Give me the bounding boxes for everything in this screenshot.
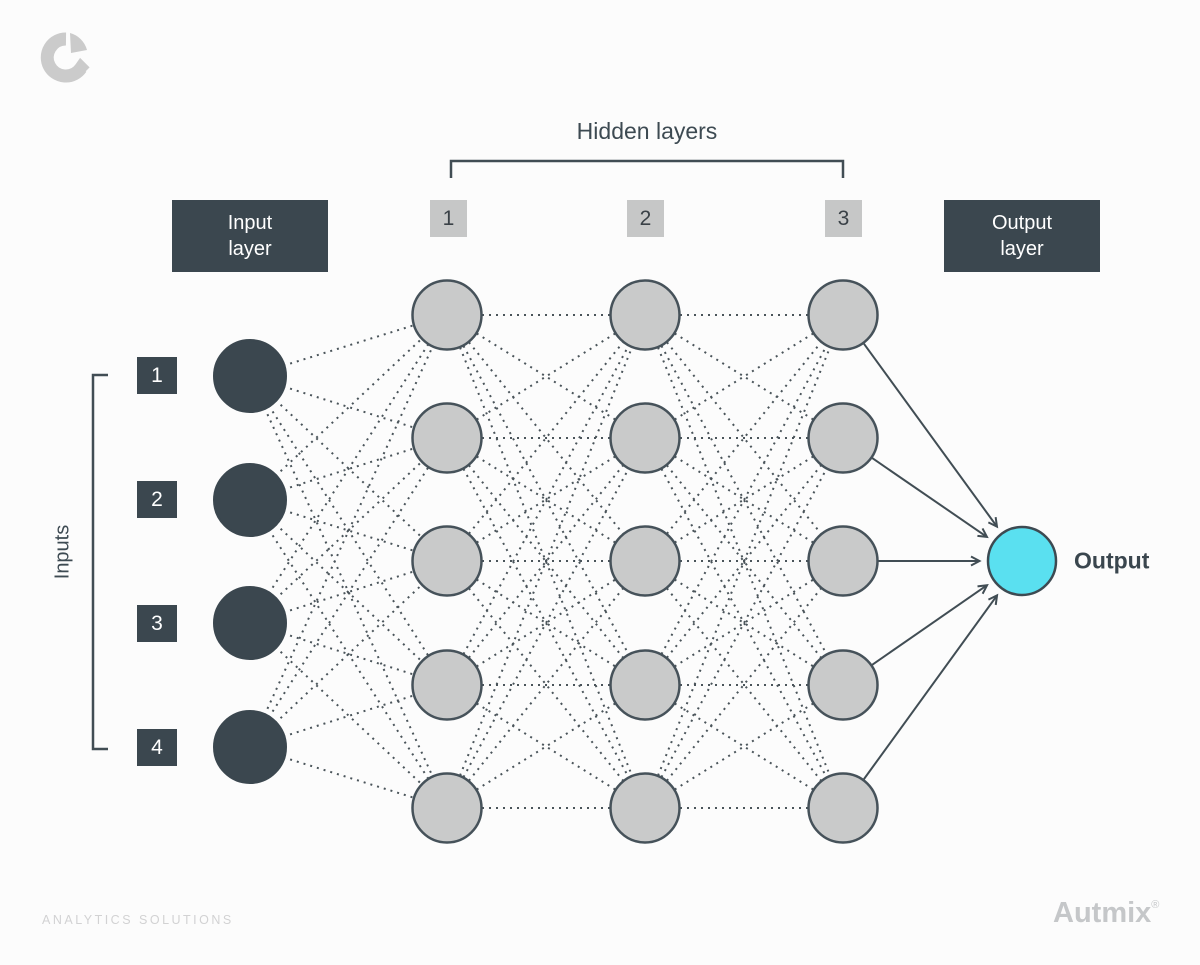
connection-dotted bbox=[446, 314, 646, 809]
hidden-node bbox=[411, 649, 483, 721]
connection-dotted bbox=[249, 314, 448, 501]
connection-dotted bbox=[249, 499, 448, 686]
connection-dotted bbox=[446, 437, 646, 809]
input-node bbox=[213, 463, 287, 537]
hidden-node bbox=[609, 649, 681, 721]
output-node bbox=[986, 525, 1058, 597]
output-layer-badge: Output layer bbox=[944, 200, 1100, 272]
connection-dotted bbox=[446, 314, 646, 686]
connection-dotted bbox=[249, 560, 448, 748]
connection-dotted bbox=[249, 314, 448, 624]
hidden-node bbox=[609, 525, 681, 597]
hidden-layer-2-badge: 2 bbox=[627, 200, 664, 237]
autmix-logo-mark bbox=[40, 32, 90, 83]
connection-arrow bbox=[871, 583, 989, 666]
inputs-bracket bbox=[91, 373, 108, 751]
connection-dotted bbox=[249, 437, 448, 748]
connection-arrow bbox=[871, 457, 989, 539]
connection-dotted bbox=[644, 437, 844, 809]
output-node-label: Output bbox=[1074, 547, 1150, 574]
input-1-badge: 1 bbox=[137, 357, 177, 394]
hidden-node bbox=[807, 279, 879, 351]
input-layer-badge-line2: layer bbox=[228, 238, 272, 260]
input-3-badge: 3 bbox=[137, 605, 177, 642]
connection-dotted bbox=[644, 437, 844, 809]
hidden-node bbox=[807, 525, 879, 597]
connection-dotted bbox=[249, 375, 448, 686]
hidden-node bbox=[609, 402, 681, 474]
connection-dotted bbox=[249, 375, 448, 562]
connection-dotted bbox=[249, 622, 448, 809]
hidden-node bbox=[609, 772, 681, 844]
connection-dotted bbox=[644, 314, 844, 809]
footer-tagline: ANALYTICS SOLUTIONS bbox=[42, 913, 234, 927]
hidden-node bbox=[807, 649, 879, 721]
connection-dotted bbox=[446, 314, 646, 809]
hidden-node bbox=[807, 402, 879, 474]
hidden-node bbox=[807, 772, 879, 844]
connection-dotted bbox=[249, 499, 448, 809]
connection-dotted bbox=[446, 437, 646, 809]
connection-dotted bbox=[446, 314, 646, 686]
output-layer-badge-line2: layer bbox=[1000, 238, 1044, 260]
hidden-node bbox=[411, 402, 483, 474]
input-node bbox=[213, 586, 287, 660]
connection-dotted bbox=[644, 314, 844, 809]
hidden-node bbox=[411, 279, 483, 351]
autmix-logo-icon bbox=[36, 31, 92, 85]
input-4-badge: 4 bbox=[137, 729, 177, 766]
input-node bbox=[213, 710, 287, 784]
hidden-node bbox=[411, 772, 483, 844]
hidden-node bbox=[411, 525, 483, 597]
footer-brand-wordmark: Autmix® bbox=[1053, 897, 1159, 930]
connection-arrow bbox=[863, 343, 999, 529]
registered-trademark-icon: ® bbox=[1151, 899, 1160, 911]
input-layer-badge-line1: Input bbox=[227, 212, 273, 234]
footer-brand-text: Autmix bbox=[1053, 897, 1152, 929]
connection-dotted bbox=[249, 437, 448, 624]
input-layer-badge: Input layer bbox=[172, 200, 328, 272]
input-node bbox=[213, 339, 287, 413]
input-2-badge: 2 bbox=[137, 481, 177, 518]
connection-arrow bbox=[863, 593, 999, 780]
hidden-layers-bracket bbox=[449, 159, 845, 178]
output-layer-badge-line1: Output bbox=[991, 212, 1053, 234]
inputs-group-label: Inputs bbox=[51, 524, 74, 580]
hidden-node bbox=[609, 279, 681, 351]
hidden-layer-1-badge: 1 bbox=[430, 200, 467, 237]
connection-dotted bbox=[644, 314, 844, 686]
hidden-layer-3-badge: 3 bbox=[825, 200, 862, 237]
hidden-layers-title: Hidden layers bbox=[576, 118, 718, 144]
connection-dotted bbox=[644, 314, 844, 686]
